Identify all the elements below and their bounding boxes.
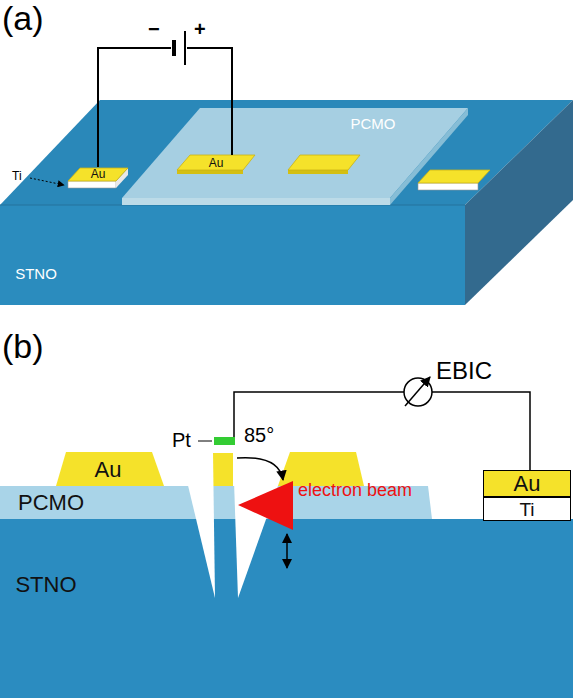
au-section [56, 452, 164, 486]
au-pad: Au [177, 155, 255, 170]
ti-layer [418, 183, 478, 190]
au-pad-edge [288, 170, 348, 174]
material-label: Pt [172, 429, 191, 451]
trench [180, 452, 215, 598]
substrate-block: STNO [6, 262, 66, 284]
au-pad: Au [68, 167, 128, 181]
node-text: STNO [15, 266, 57, 281]
substrate-side [465, 100, 573, 305]
panel-label: (b) [2, 328, 44, 365]
angle-label: 85° [244, 424, 274, 446]
pcmo-front [122, 198, 390, 205]
electron-beam [238, 481, 293, 530]
wire [98, 48, 232, 167]
polarity-sign: − [148, 18, 160, 40]
panel-label: (a) [2, 0, 44, 37]
ti-contact: Ti [483, 497, 571, 521]
au-pad [418, 170, 490, 183]
node-text: Au [514, 473, 541, 495]
ti-layer [68, 181, 116, 188]
au-pad [177, 155, 255, 170]
layer-label: Ti [12, 170, 22, 183]
au-pad [288, 155, 360, 170]
trench [233, 452, 290, 598]
polarity-sign: + [194, 18, 206, 40]
substrate-front [0, 205, 465, 305]
node-text: STNO [15, 574, 76, 596]
stno-section [0, 519, 573, 698]
pcmo-layer: PCMO [4, 488, 98, 518]
leader-line [30, 178, 64, 185]
au-pad-edge [177, 170, 243, 174]
current-label: EBIC [436, 358, 492, 384]
leader-line [198, 441, 212, 442]
au-electrode: Au [60, 455, 156, 484]
au-pad [68, 168, 128, 181]
pcmo-side [390, 108, 468, 205]
node-text: Au [91, 168, 106, 180]
node-text: Au [209, 157, 224, 169]
node-text: PCMO [351, 116, 396, 131]
ammeter-symbol [404, 378, 432, 406]
node-text: Ti [519, 500, 534, 519]
pcmo-top [122, 108, 468, 198]
pt-contact [214, 437, 235, 445]
au-contact: Au [483, 470, 571, 497]
substrate-block: STNO [4, 570, 88, 600]
au-lamella [213, 453, 233, 486]
beam-label: electron beam [298, 481, 412, 501]
node-text: Au [95, 459, 122, 481]
pcmo-layer: PCMO [336, 112, 410, 134]
node-text: PCMO [18, 492, 84, 514]
angle-arc [237, 458, 283, 480]
wire [432, 392, 530, 470]
battery-plate [172, 40, 176, 56]
ammeter-arrow [405, 377, 430, 406]
scan-arrow [286, 534, 288, 568]
battery-plate [184, 31, 186, 65]
